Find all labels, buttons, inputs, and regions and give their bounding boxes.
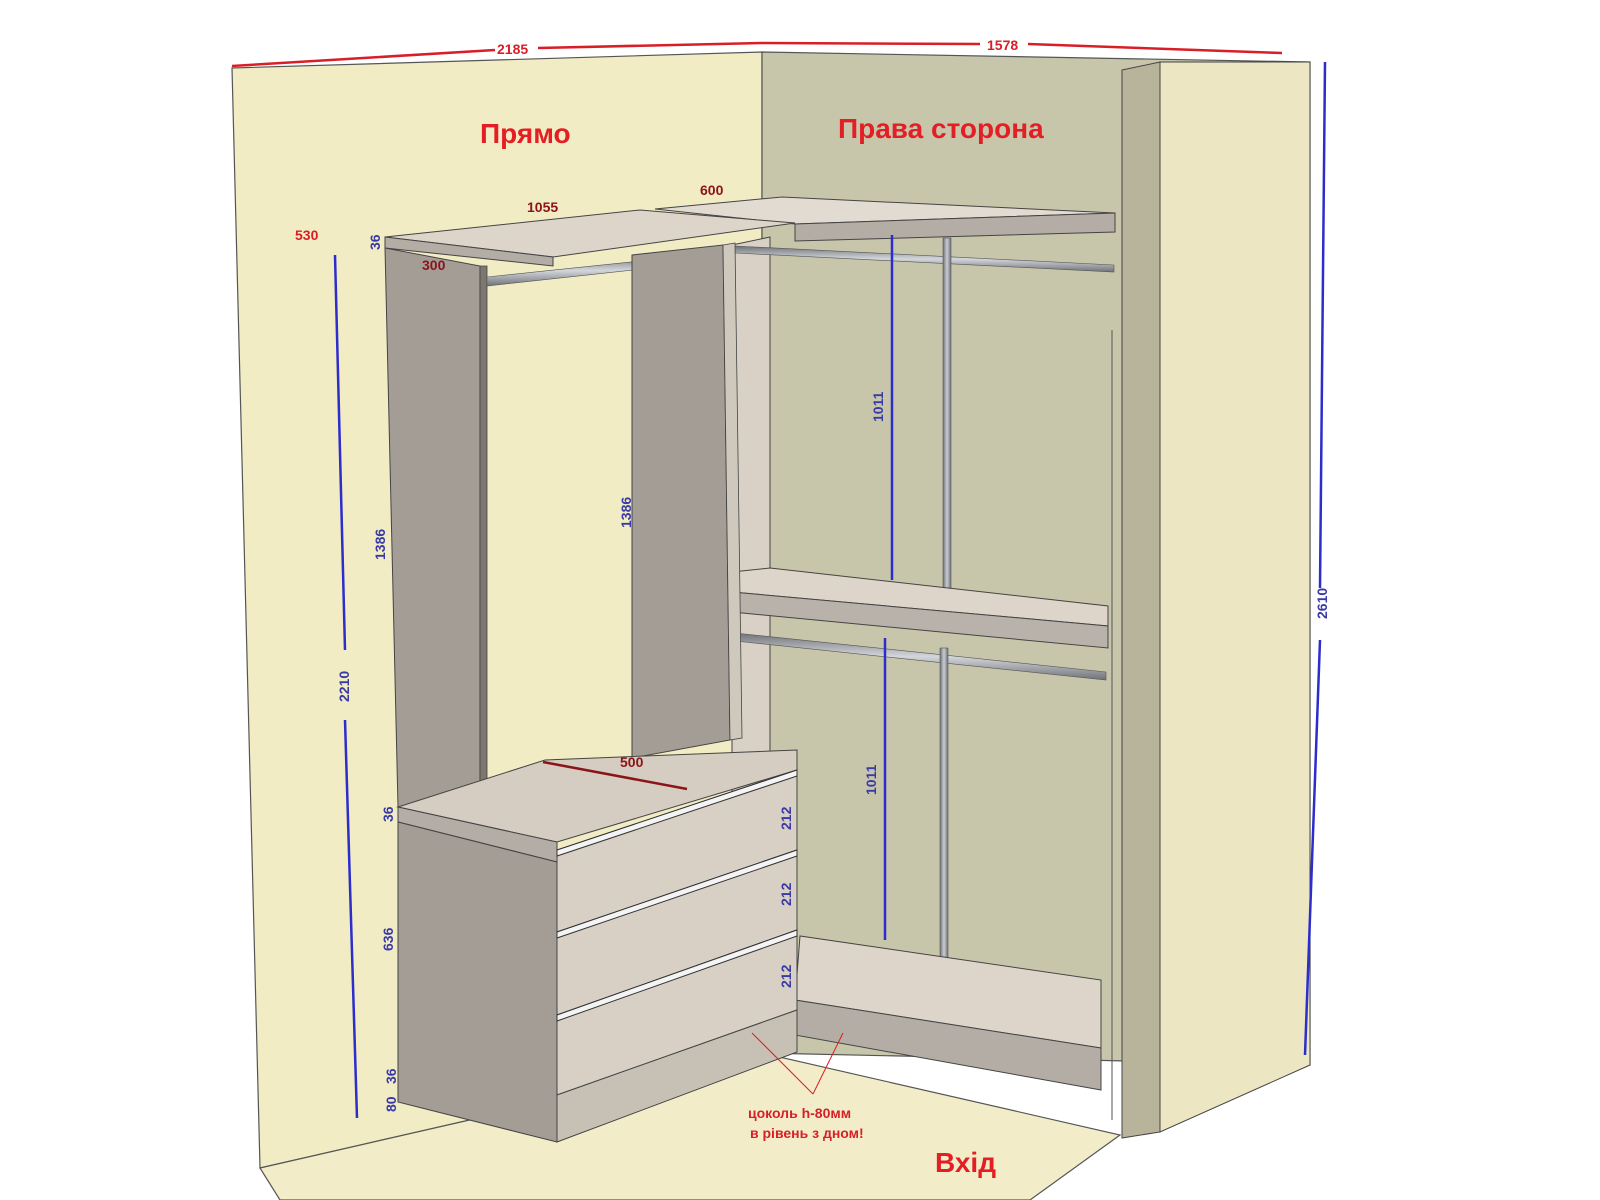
middle-panel: [631, 244, 731, 759]
dim-wall-height: 2610: [1314, 588, 1330, 619]
dim-top-shelf: 1055: [527, 199, 558, 215]
dim-rod-offset: 300: [422, 257, 446, 273]
left-unit: [384, 209, 798, 1143]
dim-width-right: 1578: [987, 37, 1018, 53]
dim-lower-rod-drop: 1011: [863, 764, 879, 795]
dim-top-shelf-right: 600: [700, 182, 724, 198]
label-right-side: Права сторона: [838, 113, 1044, 144]
dim-depth-left: 530: [295, 227, 319, 243]
plinth-note-line1: цоколь h-80мм: [748, 1105, 851, 1121]
dim-drawer-top-thickness: 36: [380, 806, 396, 822]
lower-support-rod: [939, 647, 949, 989]
upper-support-rod: [942, 237, 952, 611]
dim-upper-rod-drop: 1011: [870, 391, 886, 422]
plinth-left: [556, 1009, 798, 1143]
label-entrance: Вхід: [935, 1147, 996, 1178]
dim-left-panel-height: 1386: [372, 529, 388, 560]
depth-500-line: [542, 760, 688, 791]
dim-drawer-top-depth: 500: [620, 754, 644, 770]
dimension-lines: [231, 41, 1327, 1119]
label-front: Прямо: [480, 118, 571, 149]
dim-total-left-height: 2210: [336, 671, 352, 702]
dim-drawer-1: 212: [778, 806, 794, 830]
plinth-note-line2: в рівень з дном!: [750, 1125, 864, 1141]
right-side-panel: [1111, 61, 1311, 1139]
drawer-cabinet-side: [397, 821, 558, 1143]
left-side-panel: [384, 247, 481, 821]
dim-top-thickness: 36: [367, 234, 383, 250]
dim-plinth-height: 80: [383, 1096, 399, 1112]
dim-mid-panel-height: 1386: [618, 497, 634, 528]
dim-drawer-2: 212: [778, 882, 794, 906]
dim-width-left: 2185: [497, 41, 528, 57]
text-labels: Прямо Права сторона Вхід цоколь h-80мм в…: [295, 37, 1330, 1178]
dim-bottom-thickness: 36: [383, 1068, 399, 1084]
dim-drawer-3: 212: [778, 964, 794, 988]
dim-drawer-block-height: 636: [380, 927, 396, 951]
